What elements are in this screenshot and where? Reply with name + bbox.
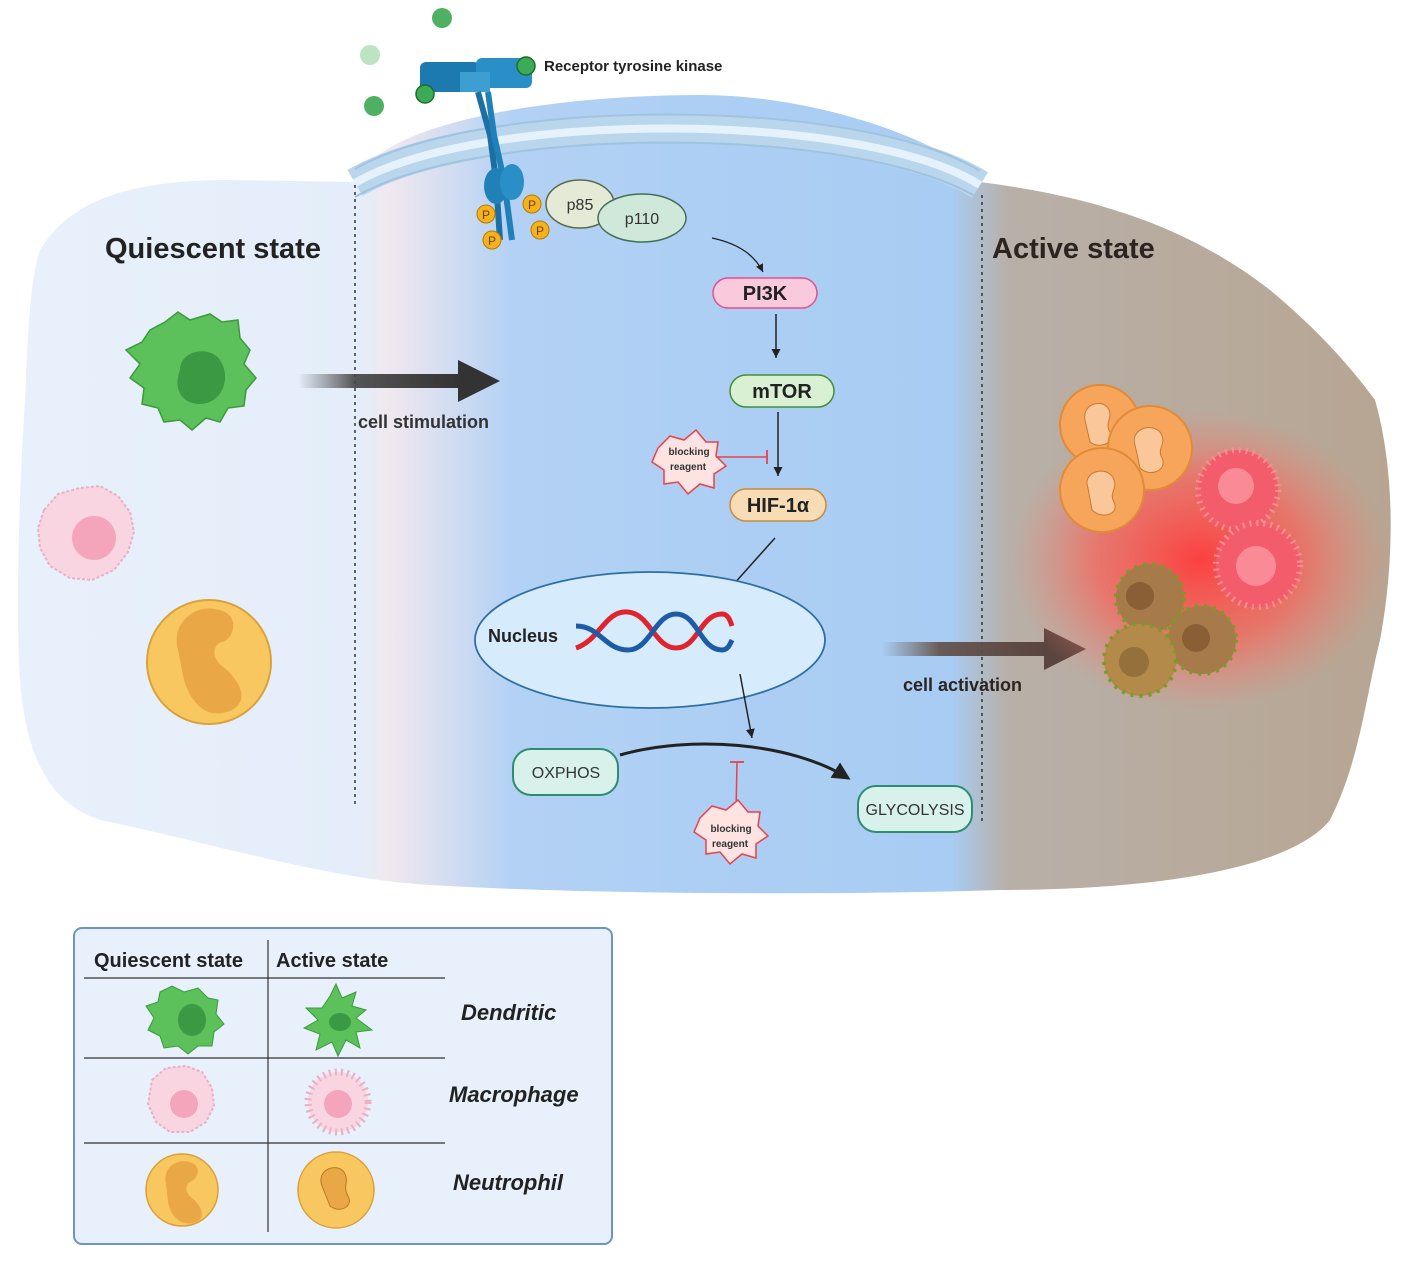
receptor-label: Receptor tyrosine kinase <box>544 58 722 75</box>
legend-neutrophil-quiescent <box>145 1153 219 1227</box>
legend-row-dendritic: Dendritic <box>461 1000 556 1025</box>
nucleus-label: Nucleus <box>488 626 558 646</box>
legend-row-macrophage: Macrophage <box>449 1082 579 1107</box>
svg-text:P: P <box>482 208 490 222</box>
glycolysis-node <box>857 785 973 833</box>
blocking-reagent-2: blocking reagent <box>693 798 770 866</box>
cell-background <box>17 95 1391 894</box>
hif-label: HIF-1α <box>747 495 810 517</box>
pi3k-node <box>712 277 818 309</box>
arrow-oxphos-glycolysis <box>619 742 851 780</box>
arrow-to-pi3k <box>711 237 764 273</box>
oxphos-node <box>512 748 619 796</box>
blocking-reagent-1: blocking reagent <box>651 428 728 496</box>
legend-macrophage-quiescent <box>146 1064 216 1133</box>
activation-label: cell activation <box>903 675 1022 695</box>
quiescent-dendritic-cell <box>124 311 257 431</box>
p85-label: p85 <box>567 197 594 214</box>
ligand-molecules <box>360 8 452 116</box>
mtor-label: mTOR <box>752 381 812 403</box>
legend-dendritic-active <box>302 982 374 1058</box>
legend-macrophage-active <box>304 1068 372 1136</box>
quiescent-macrophage-cell <box>36 484 136 582</box>
legend-dendritic-quiescent <box>145 985 225 1055</box>
cell-membrane <box>347 113 988 200</box>
active-dendritic-cells <box>1102 562 1238 698</box>
legend-neutrophil-active <box>297 1151 375 1229</box>
hif-node <box>729 488 827 522</box>
oxphos-label: OXPHOS <box>532 765 600 782</box>
nucleus <box>474 571 826 709</box>
stimulation-arrow <box>298 360 500 402</box>
p110-subunit <box>597 193 687 243</box>
stimulation-label: cell stimulation <box>358 412 489 432</box>
pi3k-label: PI3K <box>743 283 788 305</box>
quiescent-title: Quiescent state <box>105 233 321 265</box>
glycolysis-label: GLYCOLYSIS <box>866 802 965 819</box>
quiescent-neutrophil-cell <box>146 599 272 725</box>
legend-col-active: Active state <box>276 950 388 972</box>
svg-text:reagent: reagent <box>670 462 707 473</box>
legend-col-quiescent: Quiescent state <box>94 950 243 972</box>
arrow-nucleus-metab <box>739 673 755 739</box>
active-neutrophil-cells <box>1059 384 1193 533</box>
active-macrophage-cells <box>1195 447 1303 610</box>
svg-text:P: P <box>488 234 496 248</box>
active-title: Active state <box>992 233 1155 265</box>
svg-text:reagent: reagent <box>712 839 749 850</box>
receptor-tyrosine-kinase: P P P P <box>415 56 550 250</box>
svg-text:P: P <box>528 198 536 212</box>
svg-text:blocking: blocking <box>710 824 751 835</box>
dna-helix <box>575 609 735 653</box>
legend-row-neutrophil: Neutrophil <box>453 1170 564 1195</box>
legend: Quiescent state Active state Dendritic M… <box>73 927 613 1245</box>
p110-label: p110 <box>625 211 660 228</box>
phosphate-groups: P P P P <box>476 194 550 250</box>
svg-text:blocking: blocking <box>668 447 709 458</box>
mtor-node <box>729 374 835 408</box>
svg-text:P: P <box>536 224 544 238</box>
